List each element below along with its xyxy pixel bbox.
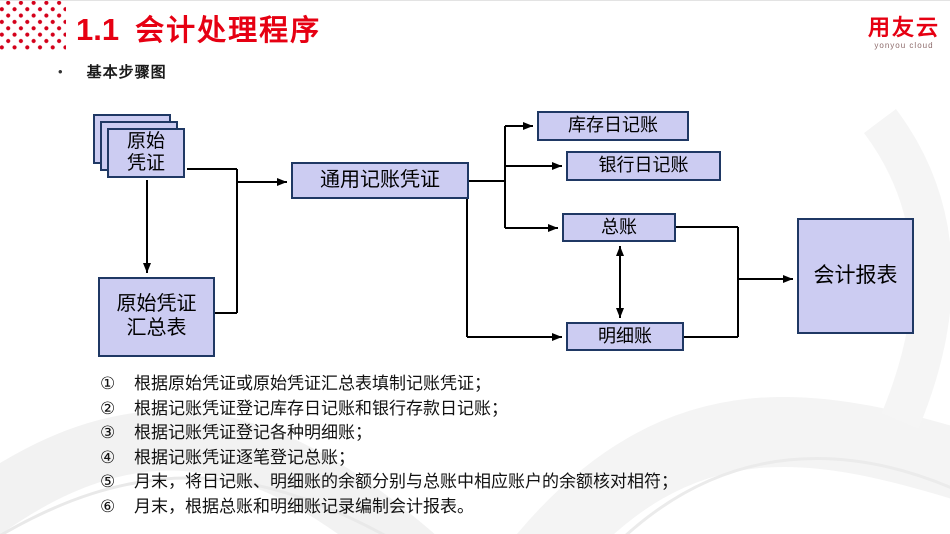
step-number: ① [100,374,116,393]
page-title: 会计处理程序 [135,15,322,47]
step-number: ③ [100,423,116,443]
node-voucher-summary: 原始凭证 汇总表 [98,277,215,357]
corner-dots-pattern [0,1,66,51]
section-number: 1.1 [76,12,120,47]
logo-brand-text: 用友云 [867,15,940,40]
step-number: ⑥ [100,496,116,516]
step-text: 根据记账凭证逐笔登记总账； [134,447,355,467]
step-item: ② 根据记账凭证登记库存日记账和银行存款日记账； [100,397,678,422]
step-item: ⑥ 月末，根据总账和明细账记录编制会计报表。 [100,495,678,520]
step-text: 根据原始凭证或原始凭证汇总表填制记账凭证； [134,374,491,393]
subtitle-row: • 基本步骤图 [58,61,167,82]
node-original-voucher: 原始 凭证 [107,128,185,178]
node-bank-journal: 银行日记账 [566,151,721,181]
step-text: 根据记账凭证登记库存日记账和银行存款日记账； [134,398,508,418]
corner-dots-decoration [0,1,66,51]
step-text: 根据记账凭证登记各种明细账； [134,423,372,443]
header: 1.1 会计处理程序 [76,7,321,49]
step-item: ① 根据原始凭证或原始凭证汇总表填制记账凭证； [100,372,678,397]
step-number: ② [100,398,116,418]
bullet-marker: • [58,64,63,79]
step-number: ④ [100,447,116,467]
step-text: 月末，将日记账、明细账的余额分别与总账中相应账户的余额核对相符； [134,472,678,492]
node-general-voucher: 通用记账凭证 [291,162,469,199]
node-inventory-journal: 库存日记账 [537,111,689,141]
logo-subtitle-text: yonyou cloud [874,41,934,50]
subtitle-basic-steps: 基本步骤图 [86,64,167,81]
step-text: 月末，根据总账和明细账记录编制会计报表。 [134,496,474,516]
node-general-ledger: 总账 [562,213,676,242]
node-financial-reports: 会计报表 [797,218,914,334]
step-item: ⑤ 月末，将日记账、明细账的余额分别与总账中相应账户的余额核对相符； [100,470,678,495]
steps-list: ① 根据原始凭证或原始凭证汇总表填制记账凭证； ② 根据记账凭证登记库存日记账和… [100,372,678,520]
node-subsidiary-ledger: 明细账 [566,322,684,351]
yonyou-logo: 用友云 yonyou cloud [867,15,940,51]
step-number: ⑤ [100,472,116,492]
step-item: ④ 根据记账凭证逐笔登记总账； [100,446,678,471]
step-item: ③ 根据记账凭证登记各种明细账； [100,421,678,446]
